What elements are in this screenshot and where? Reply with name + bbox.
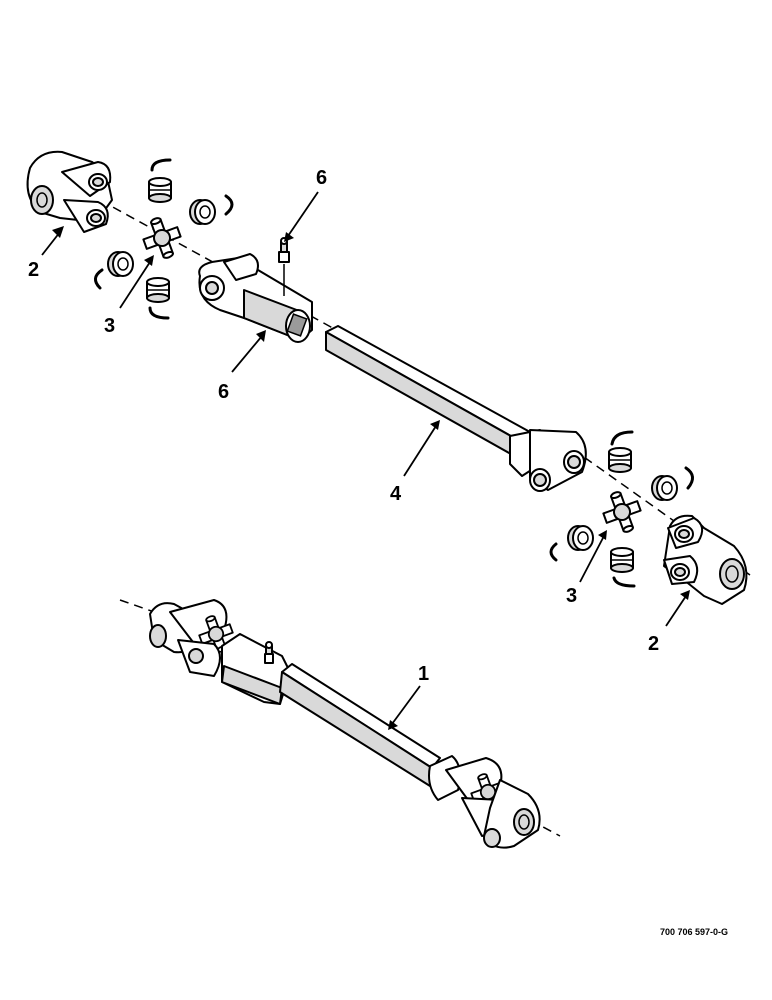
- callout-5: 6: [218, 381, 229, 403]
- right-center-axis: [559, 439, 751, 576]
- left-cross-and-bearing-kit: [94, 158, 234, 320]
- callout-2-right: 2: [648, 633, 659, 655]
- callout-6: 6: [316, 167, 327, 189]
- right-end-yoke: [663, 514, 748, 605]
- callout-1: 1: [418, 663, 429, 685]
- slip-yoke-tube: [198, 253, 313, 343]
- square-shaft-with-yoke: [325, 325, 587, 492]
- right-cross-and-bearing-kit: [549, 430, 694, 588]
- assembled-driveline: [119, 599, 561, 849]
- callout-2-left: 2: [28, 259, 39, 281]
- callout-3-right: 3: [566, 585, 577, 607]
- drawing-number: 700 706 597-0-G: [660, 927, 728, 937]
- left-end-yoke: [26, 150, 113, 233]
- grease-fitting: [278, 237, 290, 263]
- leader-lines: [41, 191, 690, 730]
- callout-3-left: 3: [104, 315, 115, 337]
- callout-4: 4: [390, 483, 402, 505]
